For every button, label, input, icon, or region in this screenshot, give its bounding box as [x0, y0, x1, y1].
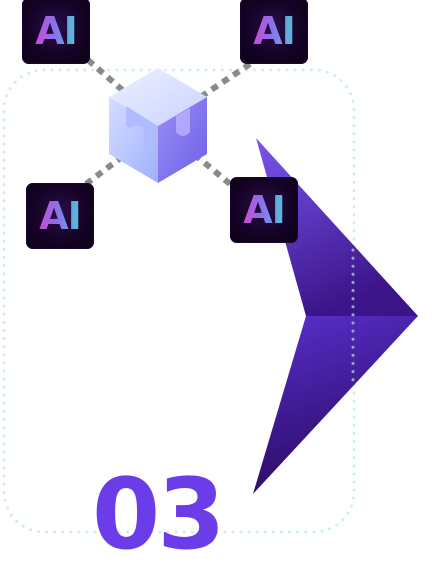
cube-drip-right	[176, 108, 190, 136]
connector-top-right	[194, 61, 252, 103]
cube-left-face	[109, 97, 158, 183]
step-number: 03	[92, 458, 225, 572]
ai-badge-icon: AI	[22, 0, 90, 64]
cube-icon	[109, 68, 207, 183]
ai-badge-icon: AI	[230, 177, 298, 243]
ai-badge-label: AI	[253, 9, 296, 53]
ai-badge-label: AI	[35, 9, 78, 53]
connector-top-left	[86, 57, 130, 98]
ai-badge-icon: AI	[240, 0, 308, 64]
cube-right-face	[158, 97, 207, 183]
ai-badge-icon: AI	[26, 183, 94, 249]
ai-badge-label: AI	[243, 188, 286, 232]
connector-bottom-right	[192, 151, 232, 187]
arrow-lower-half	[253, 316, 418, 494]
ai-badge-label: AI	[39, 194, 82, 238]
cube-drip-left	[126, 106, 158, 154]
